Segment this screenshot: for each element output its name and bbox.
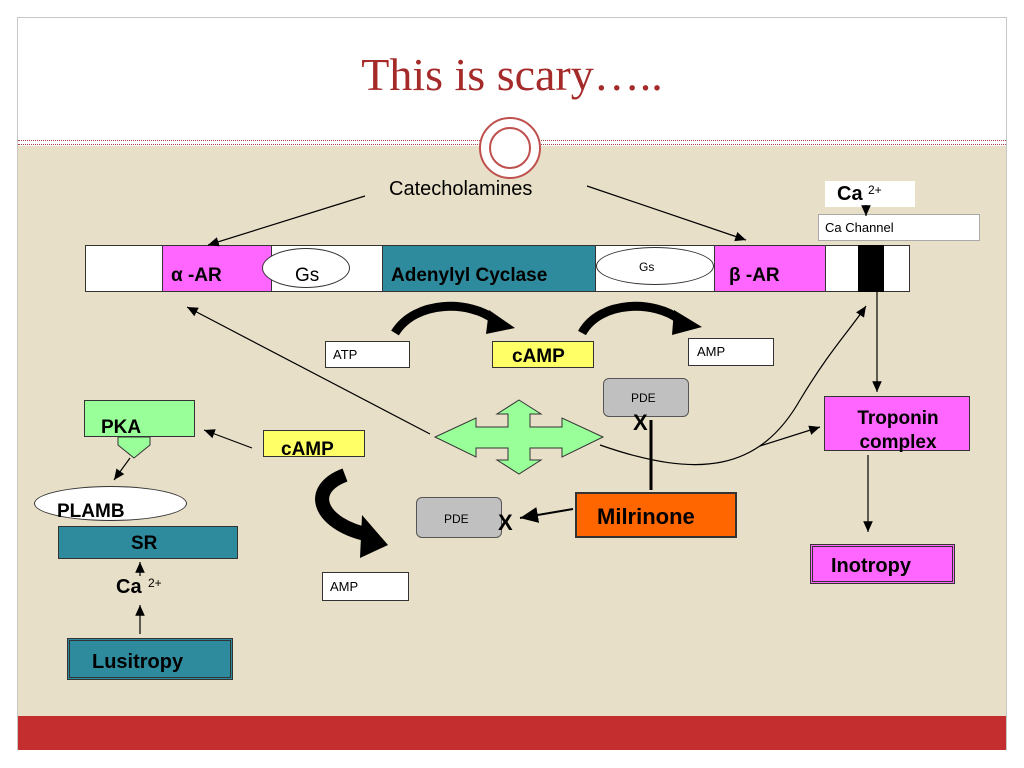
- ca-channel-pore: [858, 245, 884, 292]
- troponin-label: Troponin complex: [857, 408, 939, 453]
- arrow-pka-to-alpha: [186, 306, 431, 435]
- pde-bottom-box: PDE: [416, 497, 502, 538]
- adenylyl-cyclase-label: Adenylyl Cyclase: [391, 265, 548, 286]
- troponin-box: Troponin complex: [824, 396, 970, 453]
- pde-top-label: PDE: [631, 391, 656, 405]
- ca-top-label: Ca 2+: [825, 181, 915, 207]
- plamb-ellipse: PLAMB: [34, 486, 187, 522]
- pde-bottom-inhibit-mark: X: [498, 510, 513, 535]
- atp-box: ATP: [325, 341, 410, 368]
- milrinone-to-pde-bottom: [519, 507, 574, 523]
- gs-right-ellipse: Gs: [596, 247, 714, 285]
- arrow-to-troponin: [759, 425, 821, 447]
- gs-left-label: Gs: [295, 265, 320, 286]
- camp-left-label: cAMP: [281, 439, 334, 460]
- inotropy-box: Inotropy: [810, 544, 955, 584]
- pde-top-box: PDE: [603, 378, 689, 417]
- ca-left-label: Ca: [116, 576, 142, 598]
- arrow-pka-to-plamb: [113, 457, 131, 481]
- lusitropy-box: Lusitropy: [67, 638, 233, 680]
- pka-left-label: PKA: [101, 417, 142, 438]
- curve-atp-head: [486, 310, 515, 334]
- catecholamines-label: Catecholamines: [389, 178, 533, 200]
- ca-top-superscript: 2+: [868, 183, 882, 197]
- gs-left-ellipse: Gs: [262, 248, 350, 288]
- arrow-cat-to-beta: [586, 185, 747, 242]
- ca-channel-box: Ca Channel: [818, 214, 980, 241]
- pka-center-shape: [433, 399, 605, 475]
- arrow-cat-to-alpha: [207, 195, 366, 247]
- sr-label: SR: [131, 533, 158, 554]
- beta-ar-label: β -AR: [729, 265, 780, 286]
- ca-channel-label: Ca Channel: [825, 220, 894, 235]
- amp-bottom-label: AMP: [330, 579, 359, 594]
- curve-camp-bottom-head: [360, 515, 388, 558]
- pde-top-inhibit-mark: X: [633, 410, 648, 435]
- pka-left-down-arrow: [117, 436, 151, 459]
- ca-top-text: Ca: [837, 183, 863, 205]
- plamb-label: PLAMB: [57, 501, 125, 522]
- camp-center-label: cAMP: [512, 346, 565, 367]
- alpha-ar-label: α -AR: [171, 265, 222, 286]
- milrinone-label: Milrinone: [597, 504, 695, 529]
- pde-bottom-label: PDE: [444, 512, 469, 526]
- amp-bottom-box: AMP: [322, 572, 409, 601]
- amp-top-label: AMP: [697, 344, 726, 359]
- arrow-pka-to-ca-channel: [599, 305, 867, 466]
- adenylyl-cyclase-box: Adenylyl Cyclase: [382, 245, 596, 292]
- atp-label: ATP: [333, 347, 358, 362]
- inotropy-label: Inotropy: [831, 555, 911, 577]
- milrinone-box: Milrinone: [575, 492, 737, 538]
- slide-title: This is scary…..: [361, 49, 663, 100]
- gs-right-label: Gs: [639, 260, 655, 274]
- camp-left-box: cAMP: [263, 430, 365, 460]
- curve-camp-to-amp-bottom: [315, 468, 372, 542]
- curve-camp-to-amp: [578, 301, 683, 336]
- amp-top-box: AMP: [688, 338, 774, 366]
- sr-box: SR: [58, 526, 238, 559]
- lusitropy-label: Lusitropy: [92, 651, 184, 673]
- curve-camp-head: [672, 310, 702, 335]
- footer-bar: [18, 716, 1006, 750]
- curve-atp-to-camp: [391, 301, 498, 336]
- beta-ar-box: β -AR: [714, 245, 826, 292]
- arrow-camp-to-pka-left: [203, 429, 253, 449]
- camp-center-box: cAMP: [492, 341, 594, 368]
- ca-left-superscript: 2+: [148, 576, 162, 590]
- divider-ring-icon: [479, 117, 541, 179]
